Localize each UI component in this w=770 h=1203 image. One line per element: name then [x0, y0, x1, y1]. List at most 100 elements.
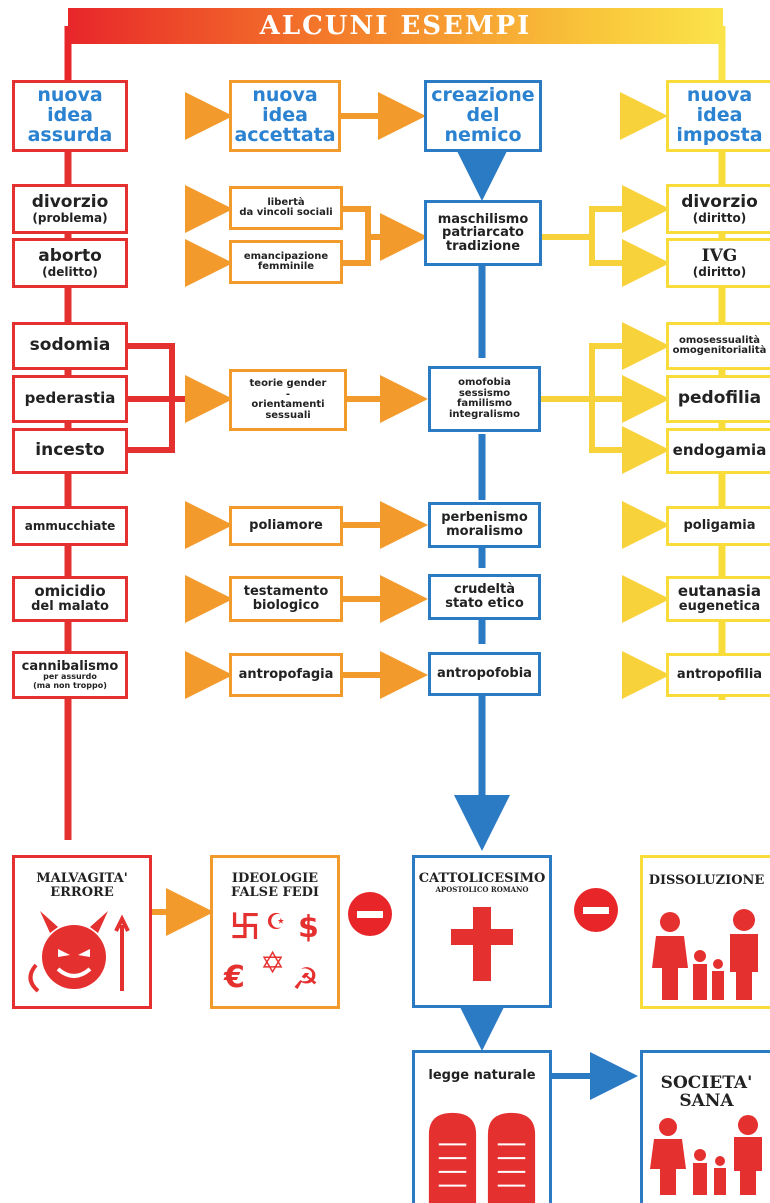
header-line: accettata	[234, 123, 336, 146]
label: omicidio	[34, 582, 106, 601]
box-societa-sana: SOCIETA' SANA	[640, 1050, 770, 1203]
sublabel: (diritto)	[692, 264, 747, 279]
label: sessismo	[458, 387, 511, 399]
label: incesto	[35, 440, 105, 461]
box-ivg: IVG(diritto)	[666, 238, 770, 288]
no-entry-icon	[574, 888, 618, 932]
label: integralismo	[448, 408, 521, 420]
box-legge-naturale: legge naturale	[412, 1050, 552, 1203]
sublabel: (diritto)	[692, 210, 747, 225]
label: perbenismo	[441, 510, 528, 526]
label: antropofilia	[676, 667, 763, 683]
label: FALSE FEDI	[230, 884, 319, 900]
label: ERRORE	[50, 884, 114, 900]
box-ideologie: IDEOLOGIE FALSE FEDI 卐 ☪ $ € ✡ ☭	[210, 855, 340, 1009]
label: ammucchiate	[24, 518, 116, 533]
label: moralismo	[446, 524, 523, 539]
label: IDEOLOGIE	[231, 871, 319, 886]
box-antropofagia: antropofagia	[229, 653, 343, 697]
box-aborto-delitto: aborto(delitto)	[12, 238, 128, 288]
label: tradizione	[445, 238, 521, 254]
header-line: creazione	[431, 84, 535, 107]
box-antropofilia: antropofilia	[666, 653, 770, 697]
label: CATTOLICESIMO	[418, 871, 546, 886]
sublabel: del malato	[31, 599, 109, 615]
label: pederastia	[24, 389, 116, 408]
header-line: nuova	[37, 84, 103, 107]
box-cattolicesimo: CATTOLICESIMO APOSTOLICO ROMANO	[412, 855, 552, 1008]
label: da vincoli sociali	[239, 207, 333, 218]
label: orientamenti	[251, 399, 325, 410]
svg-text:☭: ☭	[292, 962, 319, 995]
header-line: idea	[696, 104, 743, 127]
label: SANA	[679, 1090, 734, 1111]
label: omogenitorialità	[672, 345, 767, 356]
label: eutanasia	[677, 582, 762, 601]
box-poligamia: poligamia	[666, 506, 770, 546]
label: biologico	[252, 598, 320, 613]
label: endogamia	[672, 441, 767, 460]
box-malvagita: MALVAGITA' ERRORE	[12, 855, 152, 1009]
svg-text:€: €	[223, 960, 245, 995]
header-line: nemico	[444, 123, 522, 146]
header-line: nuova	[252, 84, 318, 107]
box-sodomia: sodomia	[12, 322, 128, 370]
sublabel: per assurdo	[43, 672, 97, 682]
label: poligamia	[683, 518, 756, 534]
box-ammucchiate: ammucchiate	[12, 506, 128, 546]
label: DISSOLUZIONE	[648, 873, 765, 888]
box-divorzio-diritto: divorzio(diritto)	[666, 184, 770, 234]
devil-icon	[28, 911, 130, 993]
box-dissoluzione: DISSOLUZIONE	[640, 855, 770, 1009]
header-line: assurda	[27, 123, 113, 146]
no-entry-icon	[348, 892, 392, 936]
label: MALVAGITA'	[36, 871, 128, 886]
label: sessuali	[265, 409, 311, 421]
label: testamento	[243, 584, 329, 600]
label: legge naturale	[428, 1068, 536, 1083]
box-poliamore: poliamore	[229, 506, 343, 546]
box-cannibalismo: cannibalismo per assurdo (ma non troppo)	[12, 651, 128, 699]
svg-text:☪: ☪	[266, 910, 286, 935]
label: -	[285, 388, 291, 400]
family-icon	[649, 1114, 762, 1195]
label: femminile	[257, 261, 315, 272]
label: cannibalismo	[21, 658, 119, 674]
label: crudeltà	[454, 582, 515, 598]
label: sodomia	[29, 335, 111, 356]
box-incesto: incesto	[12, 428, 128, 474]
label: poliamore	[249, 518, 323, 534]
title-bar: ALCUNI ESEMPI	[68, 8, 723, 44]
sublabel: APOSTOLICO ROMANO	[435, 884, 529, 894]
ideology-symbols-icon: 卐 ☪ $ € ✡ ☭	[223, 910, 319, 995]
label: antropofobia	[437, 666, 532, 682]
label: eugenetica	[678, 599, 761, 615]
label: maschilismo	[437, 211, 529, 227]
label: omofobia	[458, 377, 511, 388]
header-line: nuova	[686, 84, 753, 107]
sublabel: (delitto)	[42, 264, 98, 279]
svg-text:卐: 卐	[230, 910, 260, 945]
label: teorie gender	[249, 378, 327, 389]
sublabel: (problema)	[32, 210, 108, 225]
label: pedofilia	[677, 388, 762, 409]
cross-icon	[451, 906, 513, 981]
box-pedofilia: pedofilia	[666, 375, 770, 423]
box-pederastia: pederastia	[12, 375, 128, 423]
label: omosessualità	[678, 334, 761, 346]
label: stato etico	[445, 596, 524, 611]
header-line: idea	[47, 104, 93, 127]
